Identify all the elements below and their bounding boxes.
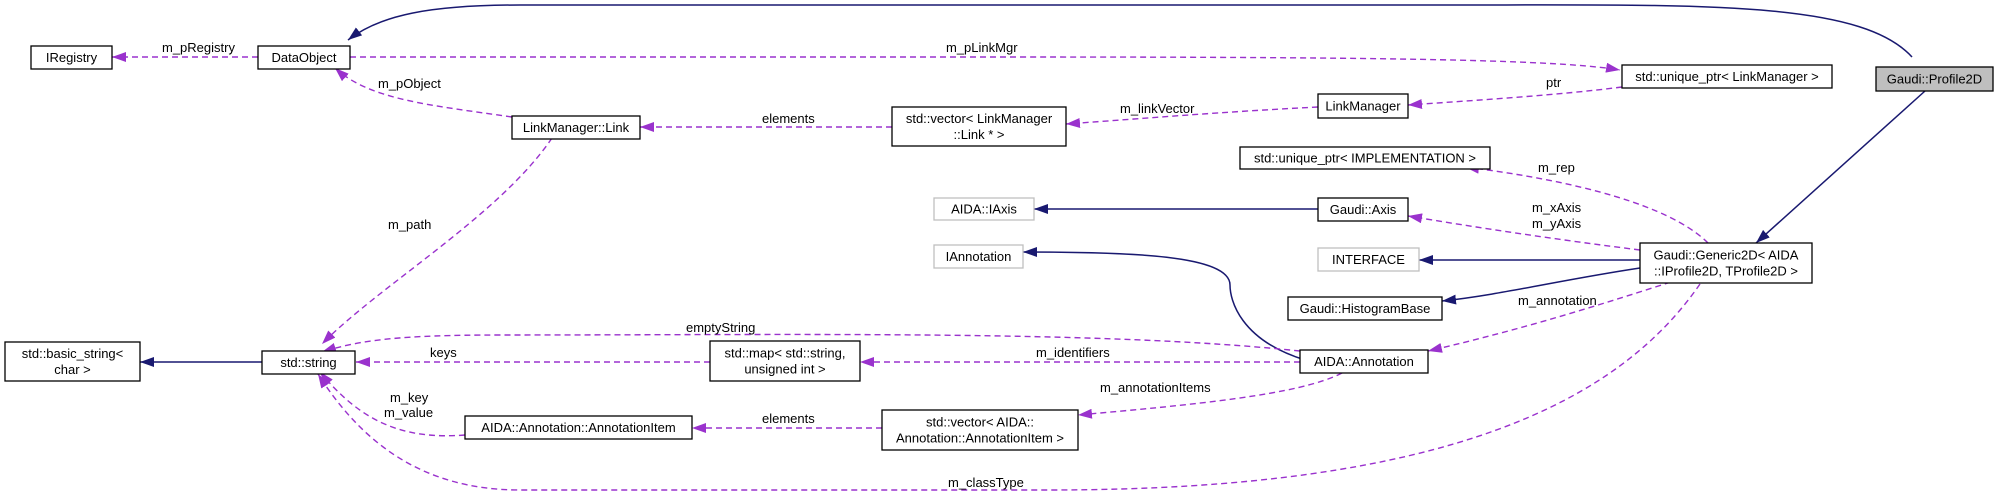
node-vector-annotation-item-label-line1: std::vector< AIDA::: [926, 415, 1034, 430]
node-gaudi-axis-label: Gaudi::Axis: [1330, 202, 1397, 217]
node-aida-iaxis-label: AIDA::IAxis: [951, 202, 1017, 217]
edge-label-elements-links: elements: [762, 111, 815, 126]
edge-label-m-annotation: m_annotation: [1518, 293, 1597, 308]
node-iregistry-label: IRegistry: [46, 50, 98, 65]
edge-generic2d-to-annotation: [1427, 278, 1681, 353]
node-iannotation[interactable]: IAnnotation: [933, 244, 1024, 269]
node-annotation-item[interactable]: AIDA::Annotation::AnnotationItem: [464, 415, 693, 440]
edge-generic2d-to-histogrambase: [1441, 267, 1641, 305]
node-vector-link-label-line2: ::Link * >: [954, 127, 1005, 142]
node-vector-link-label-line1: std::vector< LinkManager: [906, 111, 1053, 126]
node-vector-annotation-item[interactable]: std::vector< AIDA:: Annotation::Annotati…: [881, 409, 1079, 451]
edges: [112, 4, 1926, 491]
node-unique-ptr-implementation-label: std::unique_ptr< IMPLEMENTATION >: [1254, 151, 1476, 166]
edge-annotation-to-iannotation: [1022, 247, 1306, 361]
node-std-string-label: std::string: [280, 355, 336, 370]
edge-generic2d-to-stdstring-classtype: [317, 283, 1701, 491]
node-vector-annotation-item-label-line2: Annotation::AnnotationItem >: [896, 431, 1064, 446]
node-interface[interactable]: INTERFACE: [1317, 247, 1420, 272]
edge-label-keys: keys: [430, 345, 457, 360]
node-gaudi-histogrambase[interactable]: Gaudi::HistogramBase: [1287, 296, 1443, 321]
edge-label-m-classtype: m_classType: [948, 475, 1024, 490]
edge-label-m-plinkmgr: m_pLinkMgr: [946, 40, 1018, 55]
edge-generic2d-to-gaudiaxis: [1407, 213, 1641, 251]
edge-label-ptr: ptr: [1546, 75, 1562, 90]
node-std-basic-string-label-line1: std::basic_string<: [22, 346, 124, 361]
node-linkmanager-link[interactable]: LinkManager::Link: [511, 115, 641, 140]
node-dataobject-label: DataObject: [271, 50, 336, 65]
edge-label-m-annotationitems: m_annotationItems: [1100, 380, 1211, 395]
node-annotation-item-label: AIDA::Annotation::AnnotationItem: [481, 420, 675, 435]
edge-label-elements-items: elements: [762, 411, 815, 426]
node-std-map[interactable]: std::map< std::string, unsigned int >: [709, 340, 861, 382]
nodes: Gaudi::Profile2D DataObject IRegistry st…: [4, 45, 1994, 451]
node-gaudi-axis[interactable]: Gaudi::Axis: [1317, 197, 1409, 222]
edge-label-m-key: m_key: [390, 390, 429, 405]
edge-label-m-identifiers: m_identifiers: [1036, 345, 1110, 360]
node-aida-iaxis[interactable]: AIDA::IAxis: [933, 197, 1035, 221]
edge-linkmanager-to-vector: [1065, 106, 1319, 128]
edge-generic2d-to-uniqueptr-impl: [1464, 163, 1709, 244]
node-std-basic-string[interactable]: std::basic_string< char >: [4, 341, 141, 382]
node-aida-annotation-label: AIDA::Annotation: [1314, 354, 1414, 369]
node-unique-ptr-linkmanager-label: std::unique_ptr< LinkManager >: [1635, 69, 1819, 84]
edge-label-m-pobject: m_pObject: [378, 76, 441, 91]
edge-label-m-value: m_value: [384, 405, 433, 420]
node-gaudi-generic2d-label-line2: ::IProfile2D, TProfile2D >: [1654, 264, 1798, 279]
edge-profile2d-to-generic2d: [1755, 90, 1926, 244]
edge-annotation-to-stdstring: [321, 333, 1301, 353]
edge-label-m-rep: m_rep: [1538, 160, 1575, 175]
node-linkmanager[interactable]: LinkManager: [1317, 93, 1409, 119]
node-iannotation-label: IAnnotation: [946, 249, 1012, 264]
edge-link-to-stdstring: [321, 137, 553, 345]
node-gaudi-histogrambase-label: Gaudi::HistogramBase: [1300, 301, 1431, 316]
node-unique-ptr-implementation[interactable]: std::unique_ptr< IMPLEMENTATION >: [1239, 146, 1491, 170]
edge-label-m-yaxis: m_yAxis: [1532, 216, 1582, 231]
node-std-map-label-line1: std::map< std::string,: [724, 346, 845, 361]
edge-label-m-pregistry: m_pRegistry: [162, 40, 235, 55]
node-unique-ptr-linkmanager[interactable]: std::unique_ptr< LinkManager >: [1621, 64, 1833, 89]
edge-label-emptystring: emptyString: [686, 320, 755, 335]
edge-annotationitem-to-stdstring: [319, 371, 466, 437]
edge-label-m-linkvector: m_linkVector: [1120, 101, 1195, 116]
edge-dataobject-to-uniqueptr-linkmgr: [350, 56, 1621, 73]
node-iregistry[interactable]: IRegistry: [30, 45, 113, 70]
edge-labels: m_pRegistry m_pLinkMgr m_pObject ptr m_l…: [162, 40, 1597, 490]
node-std-string[interactable]: std::string: [261, 350, 356, 375]
node-gaudi-generic2d-label-line1: Gaudi::Generic2D< AIDA: [1654, 248, 1799, 263]
edge-annotation-to-vectoritem: [1077, 372, 1343, 419]
node-aida-annotation[interactable]: AIDA::Annotation: [1299, 349, 1429, 374]
node-gaudi-profile2d-label: Gaudi::Profile2D: [1887, 72, 1982, 87]
node-std-basic-string-label-line2: char >: [54, 362, 91, 377]
node-linkmanager-link-label: LinkManager::Link: [523, 120, 630, 135]
edge-label-m-path: m_path: [388, 217, 431, 232]
node-dataobject[interactable]: DataObject: [257, 45, 351, 70]
node-interface-label: INTERFACE: [1332, 252, 1405, 267]
edge-label-m-xaxis: m_xAxis: [1532, 200, 1582, 215]
node-linkmanager-label: LinkManager: [1325, 99, 1401, 114]
node-vector-link[interactable]: std::vector< LinkManager ::Link * >: [891, 106, 1067, 147]
node-gaudi-generic2d[interactable]: Gaudi::Generic2D< AIDA ::IProfile2D, TPr…: [1639, 242, 1813, 284]
edge-profile2d-to-dataobject: [347, 4, 1913, 58]
edge-uniqueptr-to-linkmanager: [1407, 86, 1623, 110]
node-std-map-label-line2: unsigned int >: [744, 362, 825, 377]
node-gaudi-profile2d[interactable]: Gaudi::Profile2D: [1875, 66, 1994, 92]
